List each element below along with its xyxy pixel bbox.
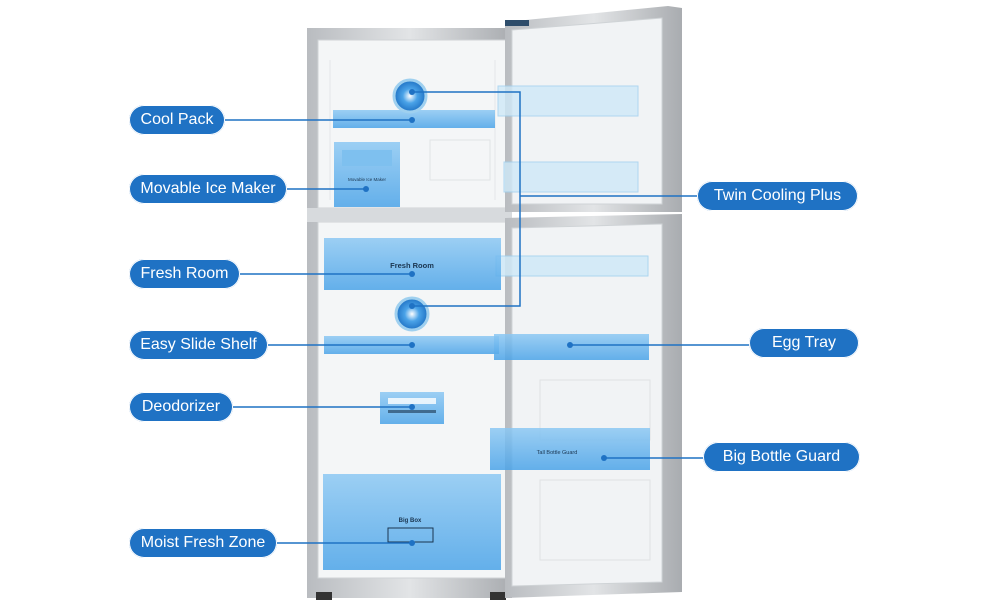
twin-cooling-plus-callout[interactable]: Twin Cooling Plus	[697, 181, 858, 211]
movable-ice-maker-callout[interactable]: Movable Ice Maker	[129, 174, 287, 204]
twin-cooling-fan	[394, 296, 430, 332]
egg-tray-callout[interactable]: Egg Tray	[749, 328, 859, 358]
ice-maker-inner-label: Movable Ice Maker	[348, 177, 387, 182]
leader-lines	[225, 91, 749, 544]
fresh-room-highlight: Fresh Room	[324, 238, 501, 290]
moist-fresh-zone-callout[interactable]: Moist Fresh Zone	[129, 528, 277, 558]
big-box-inner-label: Big Box	[399, 518, 422, 524]
leader-dots	[363, 89, 607, 546]
fridge-door	[505, 214, 682, 598]
moist-fresh-zone-highlight: Big Box	[323, 474, 501, 570]
big-bottle-guard-highlight: Tall Bottle Guard	[490, 428, 650, 470]
cool-pack-callout[interactable]: Cool Pack	[129, 105, 225, 135]
ice-maker-highlight: Movable Ice Maker	[334, 142, 400, 207]
tall-bottle-guard-inner-label: Tall Bottle Guard	[537, 450, 578, 456]
freezer-door-bins	[497, 85, 639, 193]
fridge-door-bin-top	[495, 255, 649, 277]
deodorizer-callout[interactable]: Deodorizer	[129, 392, 233, 422]
twin-cooling-frame	[412, 91, 521, 307]
big-bottle-guard-callout[interactable]: Big Bottle Guard	[703, 442, 860, 472]
fresh-room-inner-label: Fresh Room	[390, 261, 434, 270]
fresh-room-callout[interactable]: Fresh Room	[129, 259, 240, 289]
easy-slide-shelf-callout[interactable]: Easy Slide Shelf	[129, 330, 268, 360]
